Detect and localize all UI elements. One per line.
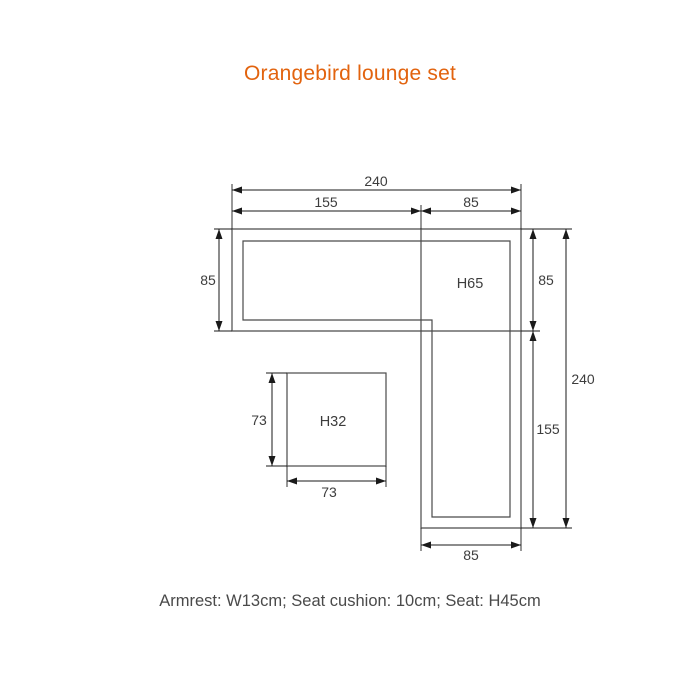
arrow-left-bottom-85 [421,541,431,549]
arrow-top-left-85 [215,229,223,239]
arrow-bottom-right-155 [529,518,537,528]
arrow-left-top-240 [232,186,242,194]
dim-label-top-240: 240 [364,173,388,189]
arrow-bottom-right-85 [529,321,537,331]
dim-label-top-155: 155 [314,194,338,210]
dim-label-top-85: 85 [463,194,479,210]
arrow-right-top-155 [411,207,421,215]
dim-label-table-width-73: 73 [321,484,337,500]
arrow-top-table-73 [268,373,276,383]
dimension-lines-group [214,184,572,551]
dim-label-table-height-73: 73 [251,412,267,428]
table-height-label: H32 [320,414,347,430]
arrow-right-table-73 [376,477,386,485]
dim-label-bottom-85: 85 [463,547,479,563]
arrow-bottom-left-85 [215,321,223,331]
page-title: Orangebird lounge set [243,62,456,85]
arrow-top-right-155 [529,331,537,341]
dim-label-right-85: 85 [538,272,554,288]
arrow-left-top-155 [232,207,242,215]
arrow-top-right-85 [529,229,537,239]
arrow-top-right-240 [562,229,570,239]
arrow-left-top-85 [421,207,431,215]
arrow-right-top-240 [511,186,521,194]
dim-label-right-155: 155 [536,421,560,437]
coffee-table-group [286,372,387,467]
arrow-bottom-table-73 [268,456,276,466]
footer-specs: Armrest: W13cm; Seat cushion: 10cm; Seat… [159,592,541,610]
arrow-right-bottom-85 [511,541,521,549]
arrow-bottom-right-240 [562,518,570,528]
sofa-height-label: H65 [457,276,484,292]
coffee-table-outline [286,372,387,467]
dim-label-left-85: 85 [200,272,216,288]
sofa-inner-outline [242,240,511,518]
dim-label-right-240: 240 [571,371,595,387]
arrow-left-table-73 [287,477,297,485]
arrow-right-top-85 [511,207,521,215]
